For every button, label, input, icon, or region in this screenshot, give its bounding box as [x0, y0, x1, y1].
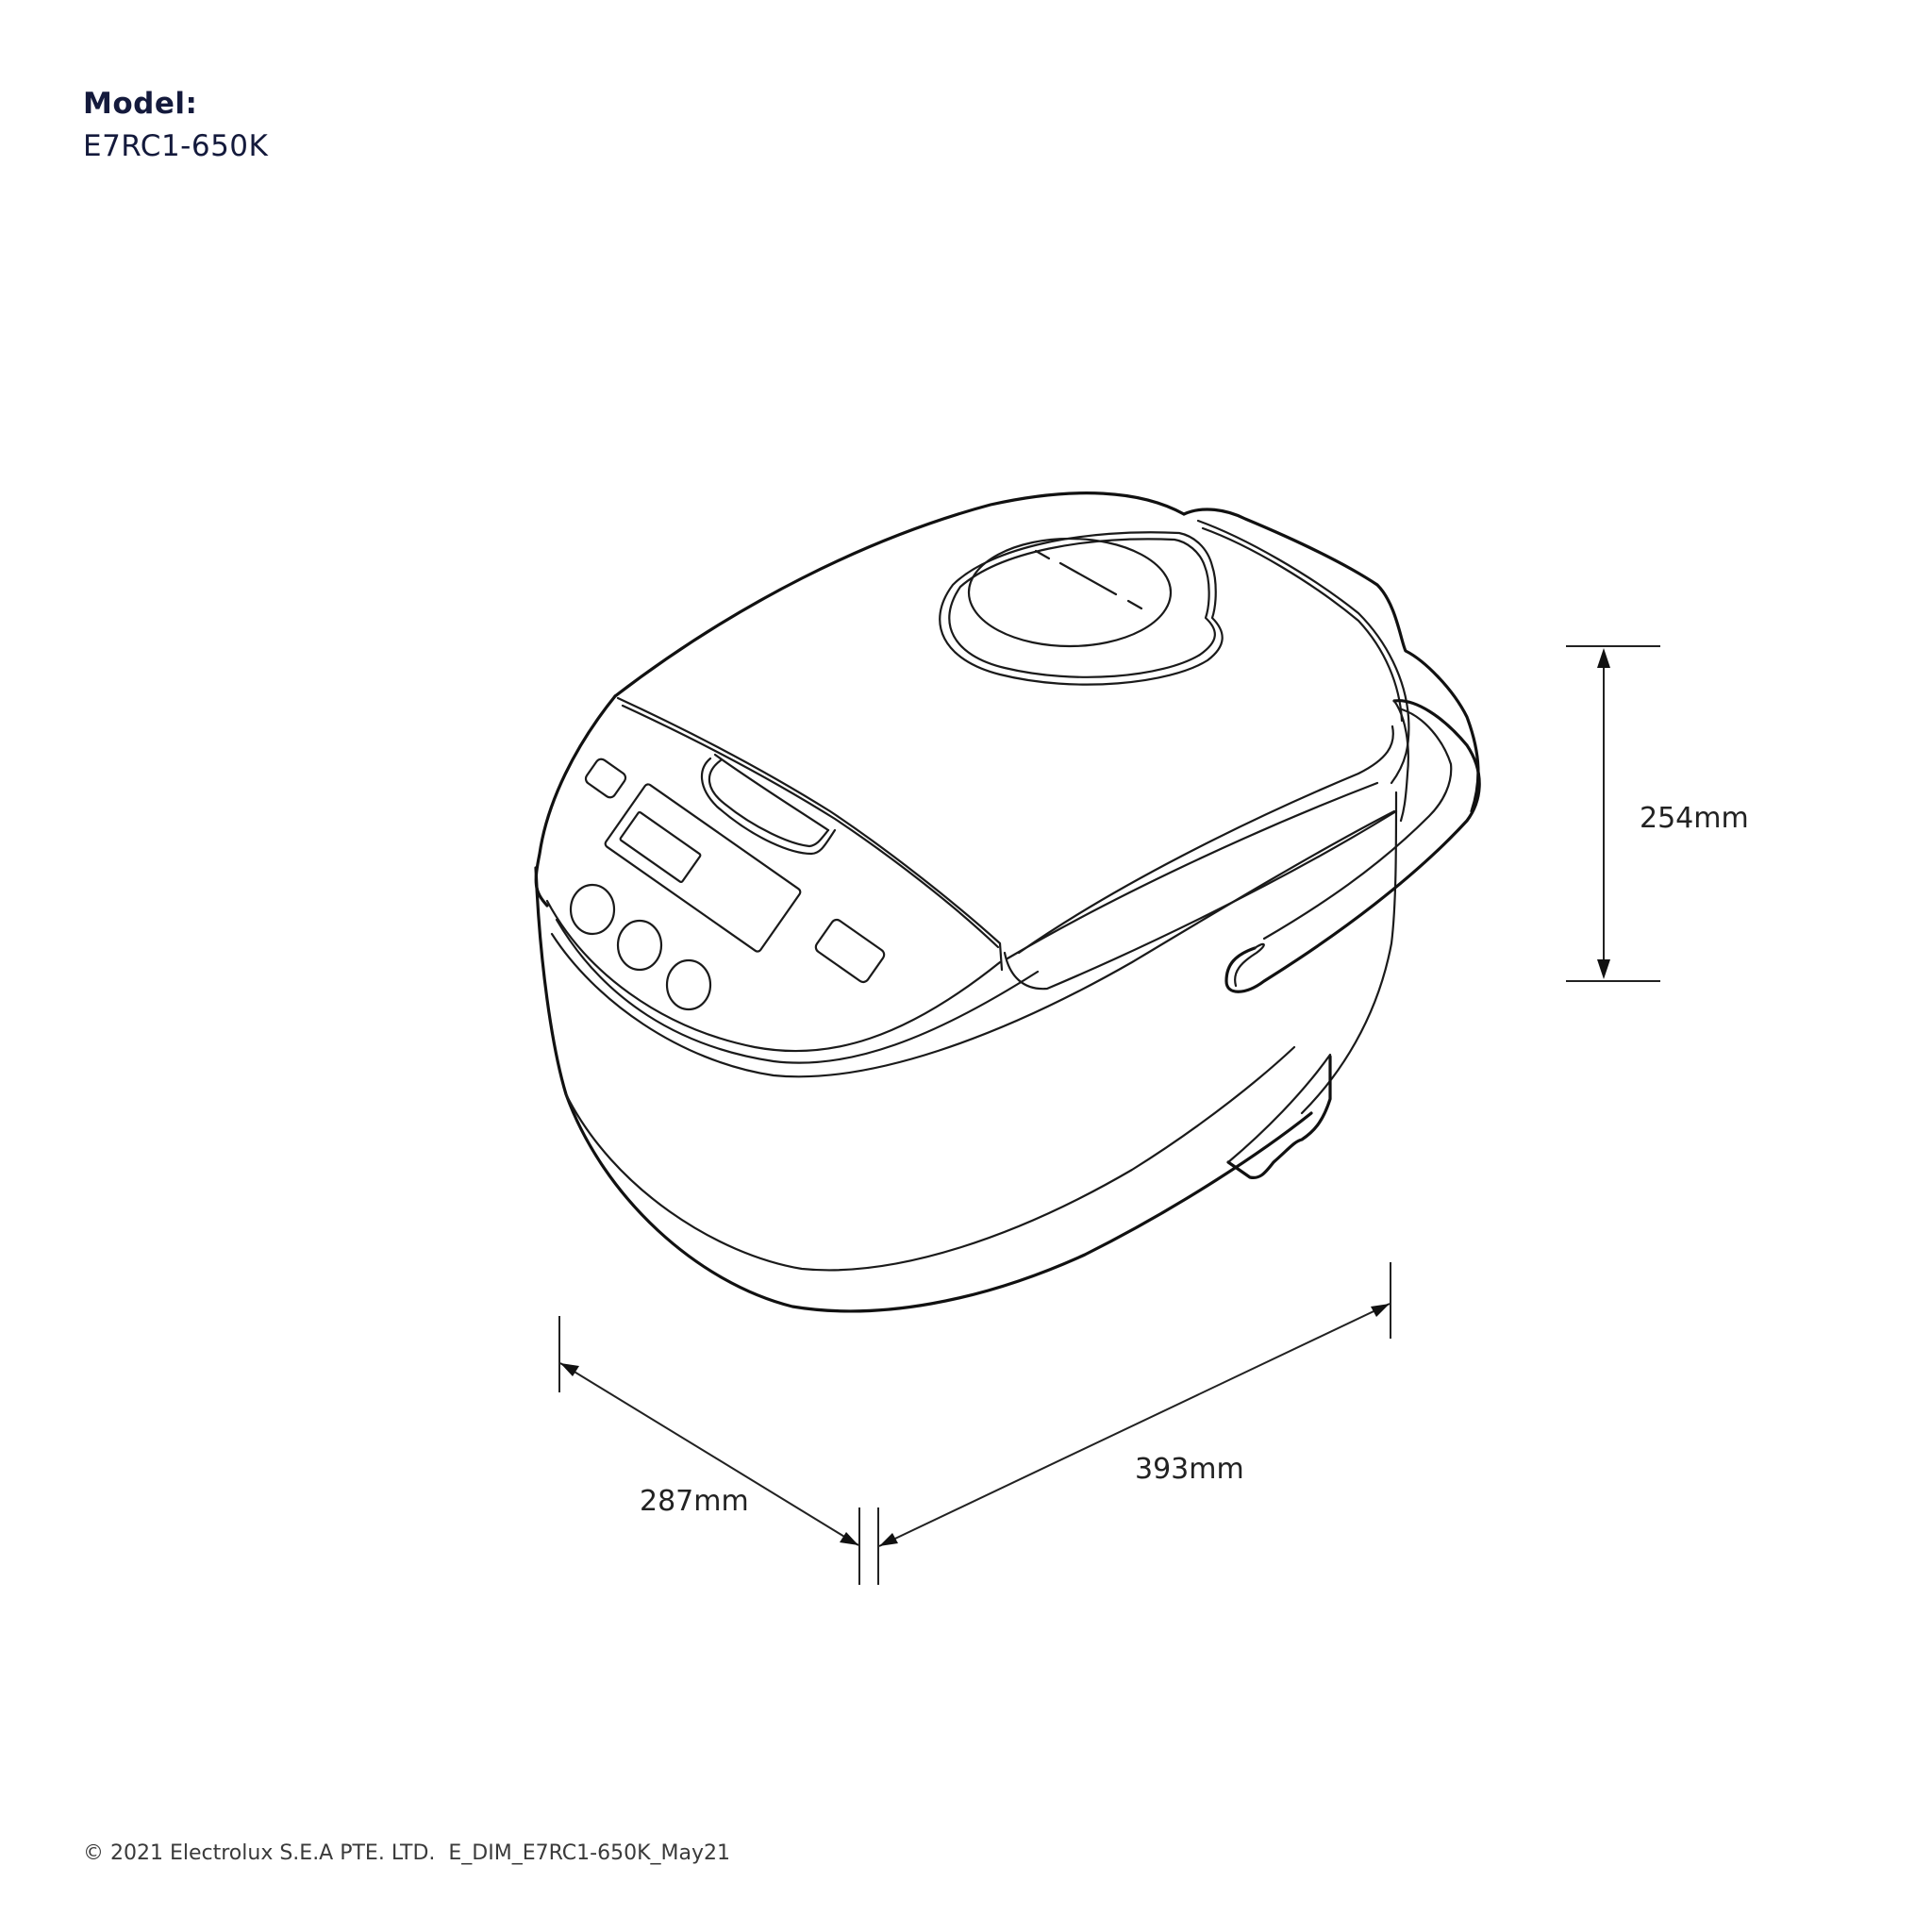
lid-seam [616, 519, 1410, 991]
copyright-footer: © 2021 Electrolux S.E.A PTE. LTD. E_DIM_… [83, 1841, 730, 1865]
base-foot [1226, 1053, 1332, 1180]
model-number: E7RC1-650K [83, 129, 269, 163]
model-label: Model: [83, 87, 198, 121]
display-screen [619, 810, 702, 884]
depth-label: 287mm [640, 1485, 749, 1518]
lid-release-button [700, 757, 837, 856]
control-knob-3 [665, 958, 712, 1011]
control-knob-1 [569, 883, 616, 936]
display-panel [604, 783, 802, 953]
height-label: 254mm [1640, 802, 1749, 835]
button-small-top [584, 758, 627, 799]
height-dimension [1566, 645, 1660, 982]
depth-dimension [558, 1316, 860, 1585]
lid-outline [534, 491, 1480, 908]
carry-handle [1224, 699, 1481, 993]
control-panel [545, 753, 1040, 1064]
cooker-body [534, 791, 1398, 1313]
width-label: 393mm [1135, 1453, 1244, 1486]
control-knob-2 [616, 919, 663, 972]
steam-vent [939, 531, 1224, 686]
button-start [814, 918, 886, 984]
width-dimension [877, 1262, 1391, 1585]
